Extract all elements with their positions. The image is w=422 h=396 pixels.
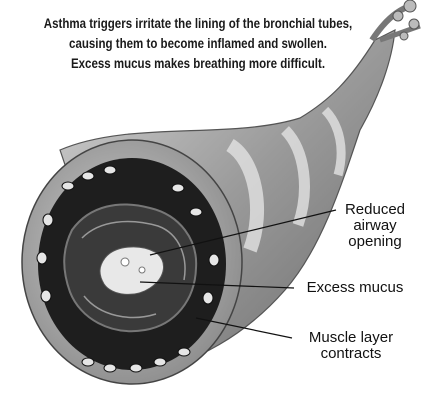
mucus-bubble [139,267,145,273]
caption: Asthma triggers irritate the lining of t… [31,14,365,74]
label-muscle-layer-contracts: Muscle layer contracts [290,330,412,362]
bronchiole-branches [372,0,420,40]
caption-line: causing them to become inflamed and swol… [31,34,365,54]
label-reduced-airway-opening: Reduced airway opening [336,202,414,250]
label-excess-mucus: Excess mucus [296,280,414,296]
caption-line: Excess mucus makes breathing more diffic… [31,54,365,74]
mucus-bubble [121,258,129,266]
caption-line: Asthma triggers irritate the lining of t… [31,14,365,34]
